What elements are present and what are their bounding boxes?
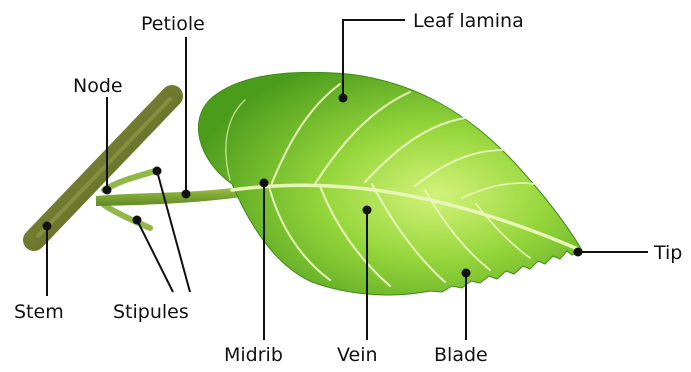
label-petiole: Petiole <box>141 13 205 35</box>
label-stipules: Stipules <box>113 301 189 323</box>
label-stem: Stem <box>14 301 64 323</box>
label-tip: Tip <box>653 242 682 264</box>
label-node: Node <box>73 75 123 97</box>
petiole-shape <box>96 187 242 206</box>
label-blade: Blade <box>434 344 488 366</box>
stem-shape <box>34 96 172 240</box>
label-leaf-lamina: Leaf lamina <box>413 10 524 32</box>
label-midrib: Midrib <box>224 344 283 366</box>
label-vein: Vein <box>337 344 378 366</box>
